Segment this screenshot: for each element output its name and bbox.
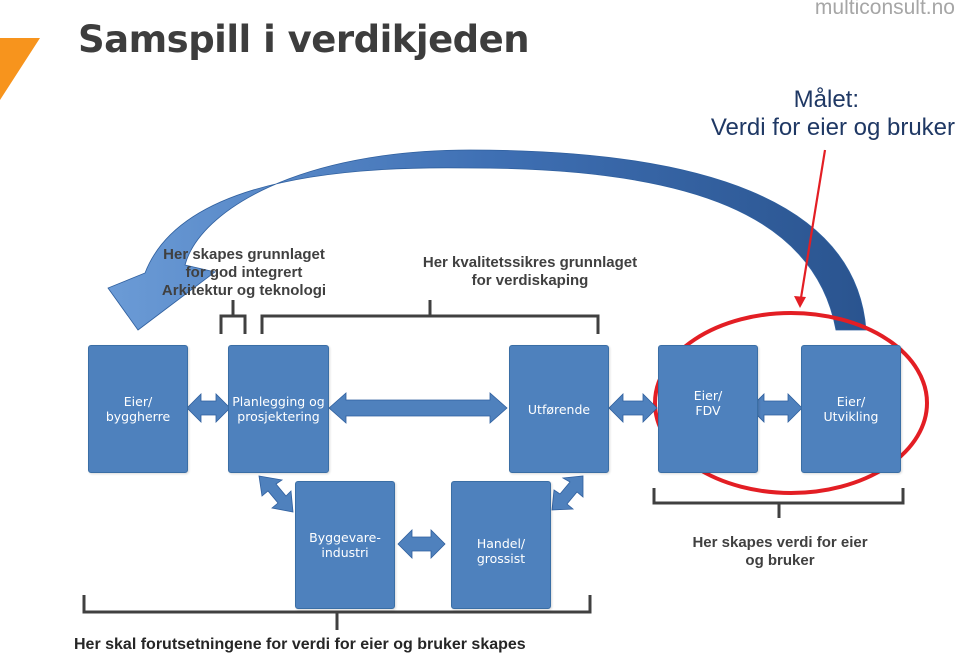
bracket-quality: [260, 300, 600, 334]
box-industry-line-1: Byggevare-: [309, 530, 381, 545]
note-architecture-line-2: for god integrert: [185, 264, 303, 281]
note-value: Her skapes verdi for eier og bruker: [664, 534, 896, 570]
box-trade-line-1: Handel/: [476, 536, 526, 551]
goal-label: Målet: Verdi for eier og bruker: [655, 86, 955, 142]
box-planning-design: Planlegging og prosjektering: [228, 345, 329, 473]
box-fdv-line-1: Eier/: [693, 388, 723, 403]
arrow-owner-planning: [186, 393, 231, 423]
arrow-industry-trade: [397, 529, 446, 559]
note-value-line-1: Her skapes verdi for eier: [692, 534, 868, 551]
box-owner-fdv: Eier/ FDV: [658, 345, 758, 473]
box-building-materials-industry: Byggevare- industri: [295, 481, 395, 609]
box-trade-wholesale: Handel/ grossist: [451, 481, 551, 609]
box-contractor-line-1: Utførende: [527, 401, 591, 417]
box-owner-development: Eier/ Utvikling: [801, 345, 901, 473]
note-architecture-line-3: Arkitektur og teknologi: [161, 282, 327, 299]
note-architecture: Her skapes grunnlaget for god integrert …: [144, 246, 344, 300]
note-architecture-line-1: Her skapes grunnlaget: [163, 246, 325, 263]
box-owner-line-1: Eier/: [123, 394, 153, 409]
arrow-trade-contractor: [551, 475, 584, 511]
bracket-value: [652, 488, 905, 518]
arrow-contractor-fdv: [608, 393, 658, 423]
note-quality: Her kvalitetssikres grunnlaget for verdi…: [400, 254, 660, 290]
box-development-line-1: Eier/: [836, 394, 866, 409]
box-development-line-2: Utvikling: [823, 409, 879, 424]
goal-text: Verdi for eier og bruker: [710, 114, 955, 141]
feedback-curve-arrow: [107, 149, 867, 331]
note-value-line-2: og bruker: [745, 552, 815, 569]
page-title: Samspill i verdikjeden: [78, 18, 530, 61]
arrow-planning-industry: [258, 475, 294, 513]
box-planning-line-2: prosjektering: [237, 409, 320, 424]
box-contractor: Utførende: [509, 345, 609, 473]
orange-accent-triangle: [0, 38, 40, 100]
box-trade-line-2: grossist: [476, 551, 526, 566]
box-fdv-line-2: FDV: [695, 403, 721, 418]
box-owner-client: Eier/ byggherre: [88, 345, 188, 473]
box-industry-line-2: industri: [321, 545, 369, 560]
box-owner-line-2: byggherre: [105, 409, 171, 424]
arrow-planning-contractor: [328, 392, 508, 424]
note-bottom: Her skal forutsetningene for verdi for e…: [74, 636, 526, 653]
brand-watermark: multiconsult.no: [814, 0, 955, 19]
note-quality-line-2: for verdiskaping: [471, 272, 589, 289]
value-highlight-ellipse: [653, 311, 929, 495]
note-quality-line-1: Her kvalitetssikres grunnlaget: [422, 254, 638, 271]
goal-heading: Målet:: [793, 86, 859, 113]
bracket-planning: [219, 300, 247, 334]
bracket-bottom: [82, 595, 592, 630]
goal-pointer-head: [794, 296, 806, 308]
goal-pointer-line: [798, 149, 827, 305]
box-planning-line-1: Planlegging og: [232, 394, 325, 409]
